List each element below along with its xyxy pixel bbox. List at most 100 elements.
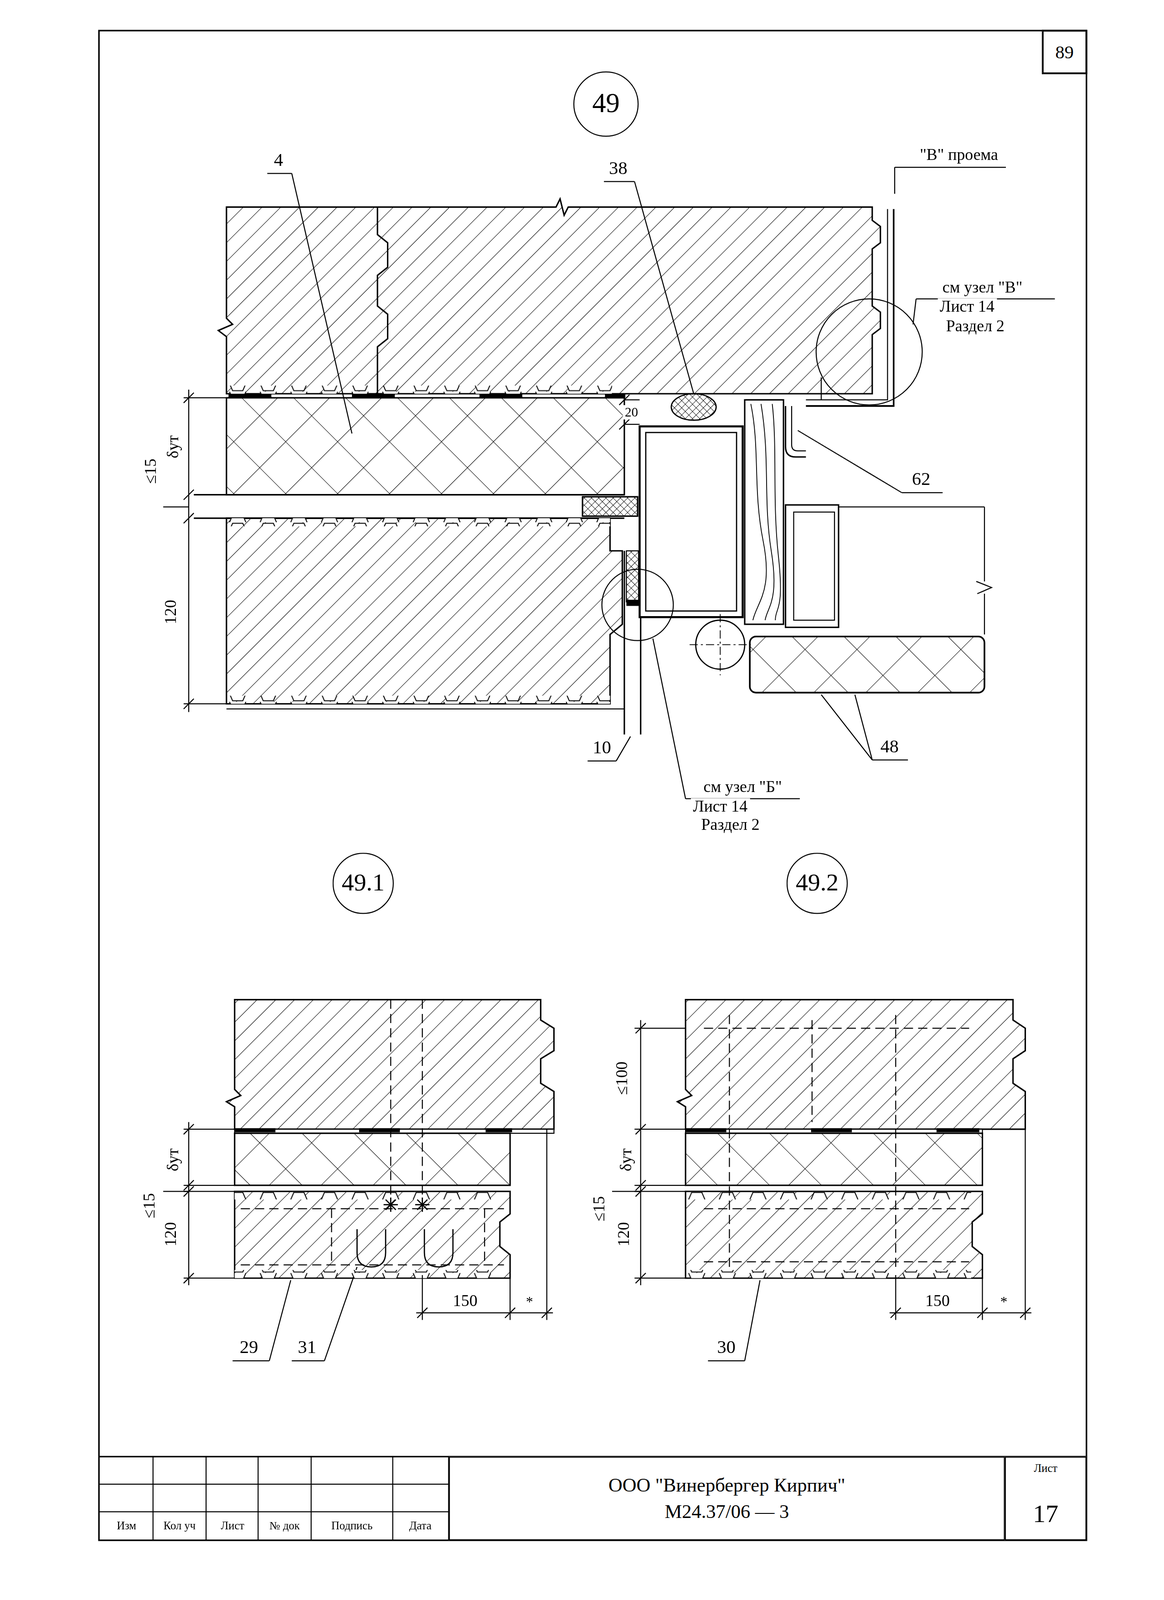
upper-brick-block [805, 209, 888, 401]
detail-49-2 [977, 1308, 988, 1319]
window-frame [719, 614, 721, 676]
detail-49-2 [685, 1128, 727, 1133]
dimension-text: * [523, 1295, 536, 1311]
window-frame [785, 406, 807, 458]
detail-49-2 [635, 1180, 646, 1191]
lower-brick-block [226, 518, 611, 527]
detail-49-1 [183, 1277, 235, 1279]
sheet-frame [1042, 30, 1087, 74]
detail-49-1 [234, 1270, 500, 1279]
detail-49-1 [541, 1308, 552, 1319]
insulation-layer [193, 494, 625, 496]
detail-49-2 [612, 1190, 641, 1192]
window-frame [639, 426, 743, 618]
window-frame [838, 506, 985, 508]
dimension-line [163, 506, 189, 508]
lower-brick-block [626, 551, 639, 603]
leader-line [587, 760, 617, 762]
sheet-frame [392, 1456, 394, 1541]
sheet-frame [205, 1456, 207, 1541]
dimension-text: 150 [450, 1292, 480, 1311]
window-frame [983, 593, 985, 635]
callout-number: 48 [878, 736, 901, 757]
reference-note: Раздел 2 [699, 816, 762, 835]
window-frame [761, 403, 774, 621]
window-frame [689, 644, 751, 646]
lower-brick-block [639, 617, 642, 735]
detail-49-2 [890, 1308, 901, 1319]
upper-brick-block [218, 198, 894, 406]
detail-49-1 [183, 1180, 194, 1191]
opening-note: "В" проема [917, 146, 1001, 164]
leader-line [854, 694, 873, 760]
leader-line [634, 181, 694, 394]
detail-49-2 [728, 1014, 730, 1271]
callout-number: 30 [715, 1338, 738, 1358]
title-text: Лист [1034, 1462, 1058, 1475]
detail-49-1 [504, 1308, 516, 1319]
detail-49-1 [163, 1122, 553, 1320]
dimension-text: δут [164, 1146, 183, 1174]
detail-49-1 [240, 1208, 505, 1210]
dimension-line [619, 394, 630, 405]
detail-49-2 [685, 1133, 983, 1186]
leader-line [707, 1360, 745, 1362]
window-frame [785, 504, 839, 628]
detail-49-2 [703, 1014, 969, 1271]
window-frame [750, 403, 767, 621]
leader-line [797, 430, 902, 494]
dimension-text: ≤15 [142, 456, 160, 486]
detail-49-1 [163, 999, 554, 1321]
window-frame [772, 403, 781, 621]
lower-brick-block [623, 551, 625, 735]
detail-marker: 49 [573, 71, 639, 137]
lower-brick-block [226, 695, 611, 705]
detail-49-1 [417, 1199, 428, 1210]
page-number-box: 89 [1042, 30, 1087, 74]
leader-line [894, 166, 1006, 168]
detail-49-1 [234, 1191, 500, 1200]
detail-49-2 [634, 1128, 686, 1130]
upper-brick-block [805, 209, 894, 407]
detail-49-2 [634, 1277, 686, 1279]
window-frame [645, 432, 737, 612]
detail-49-2 [612, 1019, 1032, 1320]
callout-number: 38 [607, 158, 630, 178]
dimension-line [188, 389, 190, 712]
sheet-frame [257, 1456, 259, 1541]
window-frame [695, 620, 745, 670]
callout-number: 31 [295, 1338, 319, 1358]
reference-circle [602, 298, 923, 641]
detail-49-2 [811, 1128, 853, 1133]
detail-49-1 [485, 1128, 512, 1133]
dimension-text: ≤15 [591, 1194, 609, 1224]
detail-49-2 [635, 1023, 646, 1034]
dimension-text: * [998, 1295, 1010, 1311]
detail-49-2 [612, 999, 1032, 1321]
dimension-line [183, 489, 194, 500]
sheet-frame [98, 30, 1087, 1541]
detail-number: 49 [592, 88, 620, 120]
leader-line [232, 167, 1055, 1361]
lower-brick-block [626, 599, 640, 606]
detail-49-2 [634, 1027, 686, 1029]
leader-line [291, 1360, 325, 1362]
detail-49-2 [635, 1273, 646, 1284]
window-frame [744, 399, 784, 624]
title-text: ООО "Винербергер Кирпич" [608, 1474, 846, 1497]
detail-49-1 [183, 1273, 194, 1284]
detail-49-1 [188, 1122, 190, 1286]
window-frame [976, 581, 992, 594]
detail-49-1 [359, 1128, 401, 1133]
detail-49-1 [183, 1124, 194, 1135]
window-frame [749, 636, 985, 693]
detail-49-2 [635, 1124, 646, 1135]
reference-note: см узел "Б" [701, 778, 784, 797]
sheet-frame [98, 1511, 449, 1513]
leader-line [653, 638, 686, 799]
window-frame [793, 512, 835, 621]
window-frame [791, 406, 806, 451]
reference-circle [816, 298, 923, 406]
table-cell: Дата [406, 1520, 434, 1533]
